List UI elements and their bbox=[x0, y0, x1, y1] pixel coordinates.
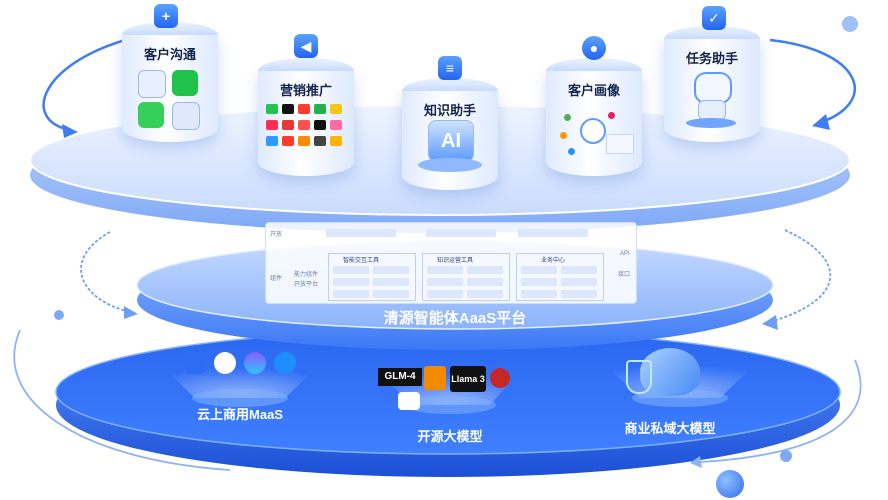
app-icon bbox=[266, 136, 278, 146]
profile-dot bbox=[560, 132, 567, 139]
cloud-logo-icon bbox=[244, 352, 266, 374]
panel-cell bbox=[326, 229, 396, 237]
app-icon bbox=[314, 104, 326, 114]
panel-cell bbox=[426, 229, 496, 237]
cloud-logo-icon bbox=[214, 352, 236, 374]
profile-avatar bbox=[580, 118, 606, 144]
phone-icon bbox=[138, 70, 166, 98]
message-icon bbox=[138, 102, 164, 128]
panel-side-label: 接口 bbox=[618, 272, 631, 278]
panel-cell bbox=[333, 266, 369, 274]
model-logo-icon bbox=[490, 368, 510, 388]
panel-cell bbox=[333, 278, 369, 286]
section-title-private: 商业私域大模型 bbox=[624, 421, 716, 436]
cylinder-title: 知识助手 bbox=[423, 103, 476, 118]
panel-group: 智能交互工具 bbox=[328, 253, 416, 301]
cylinder-marketing-promotion: ◀ 营销推广 bbox=[258, 34, 354, 176]
panel-cell bbox=[373, 290, 409, 298]
profile-dot bbox=[608, 112, 615, 119]
robot-base bbox=[686, 118, 736, 128]
shield-icon bbox=[626, 360, 652, 394]
cloud-logo-icon bbox=[274, 352, 296, 374]
panel-cell bbox=[561, 278, 597, 286]
app-icon bbox=[266, 120, 278, 130]
app-icon bbox=[314, 120, 326, 130]
app-icon bbox=[266, 104, 278, 114]
contact-icon bbox=[172, 102, 200, 130]
app-icon bbox=[330, 136, 342, 146]
panel-side-label: API bbox=[620, 251, 630, 257]
cylinder-customer-communication: + 客户沟通 bbox=[122, 4, 218, 142]
panel-cell bbox=[373, 278, 409, 286]
group-title: 知识运营工具 bbox=[437, 258, 474, 264]
decor-dot bbox=[842, 16, 858, 32]
panel-side-label: 开放平台 bbox=[294, 282, 319, 288]
app-icon bbox=[330, 104, 342, 114]
model-logo-llama: Llama 3 bbox=[450, 366, 486, 392]
cylinder-title: 客户画像 bbox=[567, 83, 620, 98]
app-icon bbox=[282, 120, 294, 130]
model-logo-icon bbox=[398, 392, 420, 410]
decor-dot bbox=[780, 450, 792, 462]
cylinder-title: 营销推广 bbox=[279, 83, 332, 98]
group-title: 智能交互工具 bbox=[343, 258, 380, 264]
panel-cell bbox=[518, 229, 588, 237]
panel-cell bbox=[373, 266, 409, 274]
section-title-open-source: 开源大模型 bbox=[417, 429, 483, 444]
model-logo-glm: GLM-4 bbox=[378, 368, 422, 386]
decor-dot bbox=[716, 470, 744, 498]
model-logo-icon bbox=[424, 366, 446, 390]
panel-cell bbox=[467, 278, 503, 286]
decor-dot bbox=[54, 310, 64, 320]
chip-base bbox=[418, 158, 482, 172]
person-icon: ● bbox=[582, 36, 606, 60]
cylinder-title: 客户沟通 bbox=[143, 47, 196, 62]
panel-side-label: 能力组件 bbox=[294, 272, 319, 278]
section-title-maas: 云上商用MaaS bbox=[197, 407, 283, 422]
platform-title: 清源智能体AaaS平台 bbox=[383, 310, 527, 327]
panel-cell bbox=[427, 266, 463, 274]
panel-cell bbox=[333, 290, 369, 298]
panel-cell bbox=[467, 290, 503, 298]
app-icon bbox=[298, 104, 310, 114]
app-icon bbox=[298, 136, 310, 146]
app-icon bbox=[282, 136, 294, 146]
stack-icon: ≡ bbox=[438, 56, 462, 80]
cylinder-title: 任务助手 bbox=[685, 51, 738, 66]
panel-group: 业务中心 bbox=[516, 253, 604, 301]
panel-cell bbox=[427, 290, 463, 298]
cylinder-task-assistant: ✓ 任务助手 bbox=[664, 6, 760, 142]
profile-dot bbox=[564, 114, 571, 121]
task-check-icon: ✓ bbox=[702, 6, 726, 30]
wechat-icon bbox=[172, 70, 198, 96]
group-title: 业务中心 bbox=[541, 258, 566, 264]
app-icon bbox=[314, 136, 326, 146]
panel-cell bbox=[521, 266, 557, 274]
app-icon bbox=[298, 120, 310, 130]
robot-body bbox=[698, 100, 726, 120]
cylinder-knowledge-assistant: ≡ 知识助手 AI bbox=[402, 56, 498, 190]
app-icon bbox=[330, 120, 342, 130]
profile-chart bbox=[606, 134, 634, 154]
panel-side-label: 组件 bbox=[270, 276, 283, 282]
profile-dot bbox=[568, 148, 575, 155]
panel-cell bbox=[467, 266, 503, 274]
app-icon bbox=[282, 104, 294, 114]
panel-cell bbox=[427, 278, 463, 286]
panel-cell bbox=[521, 290, 557, 298]
cloud-logo-icon bbox=[184, 352, 206, 374]
panel-group: 知识运营工具 bbox=[422, 253, 510, 301]
panel-cell bbox=[561, 290, 597, 298]
cylinder-customer-profile: ● 客户画像 bbox=[546, 36, 642, 176]
megaphone-icon: ◀ bbox=[294, 34, 318, 58]
platform-panel: 开放 组件 能力组件 开放平台 API 接口 智能交互工具 知识运营工具 业务中… bbox=[265, 222, 637, 304]
panel-cell bbox=[561, 266, 597, 274]
ai-chip-icon: AI bbox=[428, 120, 474, 162]
panel-cell bbox=[521, 278, 557, 286]
panel-side-label: 开放 bbox=[270, 232, 283, 238]
plus-icon: + bbox=[154, 4, 178, 28]
